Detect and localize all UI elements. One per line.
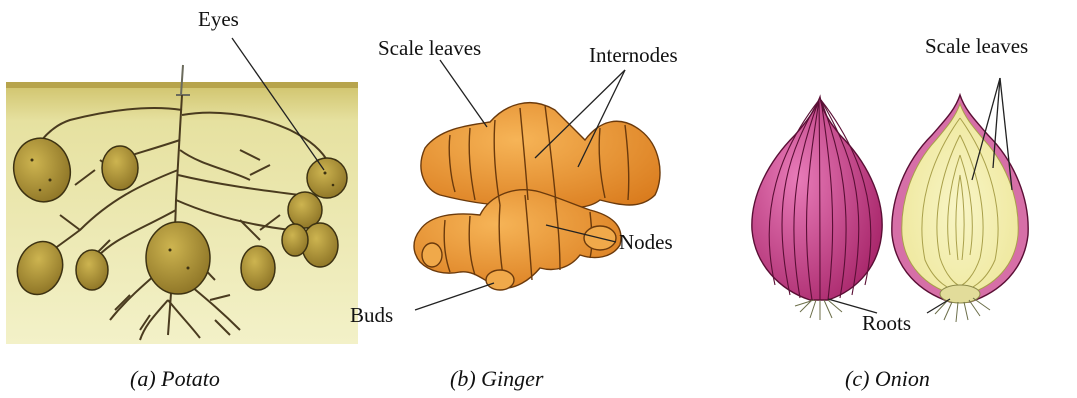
label-eyes: Eyes (198, 7, 239, 31)
label-internodes: Internodes (589, 43, 678, 67)
onion-cut-illustration (892, 95, 1028, 322)
label-buds: Buds (350, 303, 393, 327)
ginger-illustration (414, 103, 660, 290)
onion-bulb-whole (752, 97, 882, 300)
potato-illustration (6, 65, 358, 344)
potato-tuber (102, 146, 138, 190)
caption-onion: (c) Onion (845, 366, 930, 391)
caption-ginger: (b) Ginger (450, 366, 544, 391)
label-roots: Roots (862, 311, 911, 335)
potato-tuber (307, 158, 347, 198)
potato-tuber (76, 250, 108, 290)
leader-ginger-scale-leaves (440, 60, 487, 127)
panel-captions: (a) Potato (b) Ginger (c) Onion (130, 366, 930, 391)
label-nodes: Nodes (619, 230, 673, 254)
potato-tuber (241, 246, 275, 290)
potato-tuber (282, 224, 308, 256)
caption-potato: (a) Potato (130, 366, 220, 391)
onion-whole-roots (795, 300, 842, 320)
onion-cut-flesh (902, 104, 1018, 294)
leader-buds (415, 283, 494, 310)
label-ginger-scale-leaves: Scale leaves (378, 36, 481, 60)
onion-basal-plate (940, 285, 980, 303)
potato-tuber (146, 222, 210, 294)
label-onion-scale-leaves: Scale leaves (925, 34, 1028, 58)
onion-whole-illustration (752, 97, 882, 320)
